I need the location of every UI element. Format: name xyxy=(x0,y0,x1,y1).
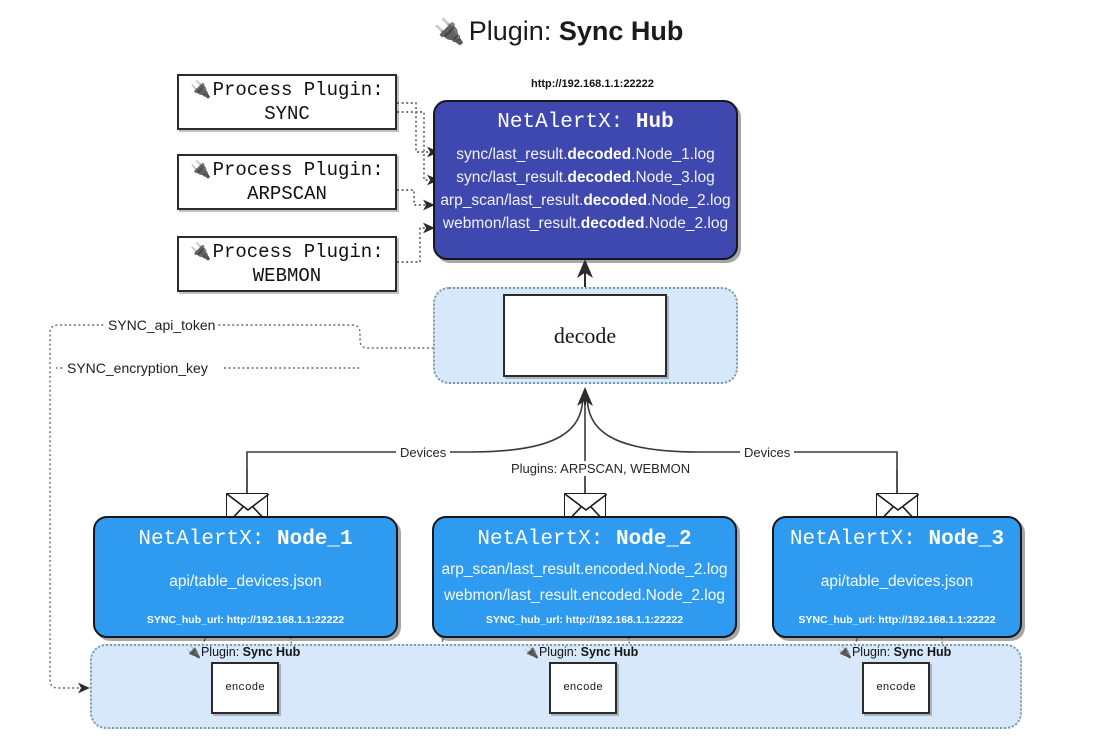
node-2-line: arp_scan/last_result.encoded.Node_2.log xyxy=(441,561,728,578)
page-title: 🔌Plugin: Sync Hub xyxy=(0,16,1117,47)
hub-log-line: sync/last_result.decoded.Node_1.log xyxy=(456,146,714,164)
hub-log-2-pre: arp_scan/last_result. xyxy=(440,191,584,209)
decode-label: decode xyxy=(553,322,617,348)
hub-title-prefix: NetAlertX: xyxy=(497,111,624,134)
node-1-title-name: Node_1 xyxy=(277,528,353,551)
hub-box[interactable]: NetAlertX: Hub sync/last_result.decoded.… xyxy=(433,100,738,260)
process-plugin-webmon-line2: WEBMON xyxy=(252,265,322,287)
hub-log-0-mid: decoded xyxy=(567,145,632,163)
plug-icon: 🔌 xyxy=(190,159,212,180)
node-1-title: NetAlertX: Node_1 xyxy=(138,528,352,551)
plug-icon: 🔌 xyxy=(524,645,539,659)
process-plugin-webmon-line1: Process Plugin: xyxy=(212,240,384,263)
hub-log-line: arp_scan/last_result.decoded.Node_2.log xyxy=(440,192,730,210)
encoder-2-caption-name: Sync Hub xyxy=(580,645,639,659)
node-2-hub-url: SYNC_hub_url: http://192.168.1.1:22222 xyxy=(485,614,684,626)
hub-log-line: sync/last_result.decoded.Node_3.log xyxy=(456,169,714,187)
process-plugin-arpscan-line1: Process Plugin: xyxy=(212,158,384,181)
encode-2-label: encode xyxy=(563,682,603,694)
sync-api-token-label: SYNC_api_token xyxy=(105,317,219,333)
node-box-node-2[interactable]: NetAlertX: Node_2 arp_scan/last_result.e… xyxy=(432,516,737,638)
process-plugin-sync-line2: SYNC xyxy=(264,103,310,125)
encoder-3-caption-prefix: Plugin: xyxy=(851,645,891,659)
encode-box-1[interactable]: encode xyxy=(211,662,279,714)
encode-1-label: encode xyxy=(225,682,265,694)
node-3-title-name: Node_3 xyxy=(928,528,1005,551)
process-plugin-arpscan-line2: ARPSCAN xyxy=(247,183,327,205)
hub-log-2-mid: decoded xyxy=(583,191,648,209)
process-plugin-webmon[interactable]: 🔌Process Plugin: WEBMON xyxy=(177,236,397,292)
hub-log-3-pre: webmon/last_result. xyxy=(442,214,581,232)
process-plugin-sync[interactable]: 🔌Process Plugin: SYNC xyxy=(177,74,397,130)
node-2-title-prefix: NetAlertX: xyxy=(477,528,604,551)
encoder-1-caption: 🔌Plugin: Sync Hub xyxy=(186,645,300,659)
node-1-hub-url: SYNC_hub_url: http://192.168.1.1:22222 xyxy=(146,614,345,626)
hub-log-2-post: .Node_2.log xyxy=(647,191,731,209)
edge-label-plugins: Plugins: ARPSCAN, WEBMON xyxy=(507,461,695,476)
node-3-line: api/table_devices.json xyxy=(820,573,974,590)
hub-log-0-post: .Node_1.log xyxy=(631,145,715,163)
hub-log-3-post: .Node_2.log xyxy=(644,214,729,232)
encoder-2-caption: 🔌Plugin: Sync Hub xyxy=(524,645,638,659)
plug-icon: 🔌 xyxy=(190,241,212,262)
encoder-3-caption-name: Sync Hub xyxy=(893,645,952,659)
encoder-1-caption-name: Sync Hub xyxy=(242,645,301,659)
edge-label-devices-right: Devices xyxy=(740,445,795,460)
page-title-name: Sync Hub xyxy=(558,16,684,46)
encoder-2-caption-prefix: Plugin: xyxy=(538,645,578,659)
hub-url-label: http://192.168.1.1:22222 xyxy=(531,78,654,90)
encode-3-label: encode xyxy=(876,682,916,694)
encoder-1-caption-prefix: Plugin: xyxy=(200,645,240,659)
node-3-title-prefix: NetAlertX: xyxy=(789,528,916,551)
node-2-line: webmon/last_result.encoded.Node_2.log xyxy=(444,587,725,604)
node-box-node-1[interactable]: NetAlertX: Node_1 api/table_devices.json… xyxy=(93,516,398,638)
page-title-prefix: Plugin: xyxy=(468,16,552,46)
hub-title: NetAlertX: Hub xyxy=(497,111,673,134)
edge-label-devices-left: Devices xyxy=(396,445,451,460)
decode-box[interactable]: decode xyxy=(503,294,667,377)
hub-log-3-mid: decoded xyxy=(580,214,645,232)
process-plugin-arpscan[interactable]: 🔌Process Plugin: ARPSCAN xyxy=(177,154,397,210)
node-2-title: NetAlertX: Node_2 xyxy=(477,528,691,551)
encoder-3-caption: 🔌Plugin: Sync Hub xyxy=(837,645,951,659)
hub-log-0-pre: sync/last_result. xyxy=(456,145,568,163)
node-1-line: api/table_devices.json xyxy=(169,573,322,590)
hub-log-line: webmon/last_result.decoded.Node_2.log xyxy=(443,215,728,233)
plug-icon: 🔌 xyxy=(186,645,201,659)
node-2-title-name: Node_2 xyxy=(616,528,692,551)
process-plugin-sync-line1: Process Plugin: xyxy=(212,78,384,101)
encode-box-2[interactable]: encode xyxy=(549,662,617,714)
plug-icon: 🔌 xyxy=(190,79,212,100)
node-3-title: NetAlertX: Node_3 xyxy=(790,528,1004,551)
node-box-node-3[interactable]: NetAlertX: Node_3 api/table_devices.json… xyxy=(772,516,1022,638)
hub-log-1-pre: sync/last_result. xyxy=(456,168,568,186)
sync-encryption-key-label: SYNC_encryption_key xyxy=(64,360,211,376)
hub-log-1-mid: decoded xyxy=(567,168,632,186)
hub-title-name: Hub xyxy=(635,111,674,134)
encode-box-3[interactable]: encode xyxy=(862,662,930,714)
plug-icon: 🔌 xyxy=(433,18,465,46)
plug-icon: 🔌 xyxy=(837,645,852,659)
node-1-title-prefix: NetAlertX: xyxy=(138,528,265,551)
hub-log-1-post: .Node_3.log xyxy=(631,168,715,186)
node-3-hub-url: SYNC_hub_url: http://192.168.1.1:22222 xyxy=(798,614,996,626)
